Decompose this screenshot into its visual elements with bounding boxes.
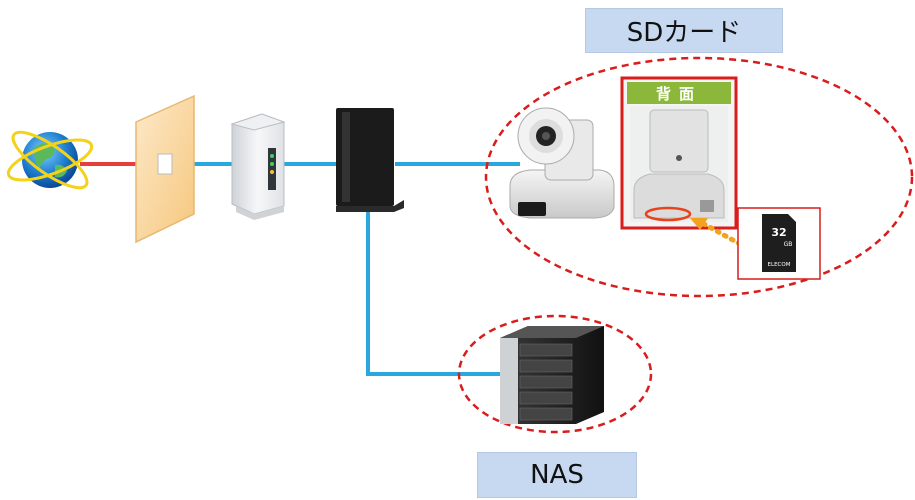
modem-icon <box>230 113 286 220</box>
rear-view-title: 背面 <box>627 82 731 104</box>
sd-card-unit: GB <box>784 241 793 248</box>
sd-card-brand: ELECOM <box>768 262 791 268</box>
globe-icon <box>6 130 94 190</box>
wall-outlet-icon <box>135 94 195 244</box>
nas-highlight-ellipse <box>457 314 653 434</box>
cable-router-nas <box>366 208 500 376</box>
router-icon <box>336 108 404 212</box>
sd-card-label: SDカード <box>585 8 783 53</box>
insert-arrow-icon <box>690 218 743 247</box>
nas-icon <box>500 326 604 424</box>
network-camera-icon <box>509 107 615 219</box>
sd-card-capacity: 32 <box>771 226 786 239</box>
nas-label: NAS <box>477 452 637 498</box>
sd-card-highlight-ellipse <box>484 56 914 298</box>
sd-card-icon: 32 GB ELECOM <box>737 207 821 280</box>
